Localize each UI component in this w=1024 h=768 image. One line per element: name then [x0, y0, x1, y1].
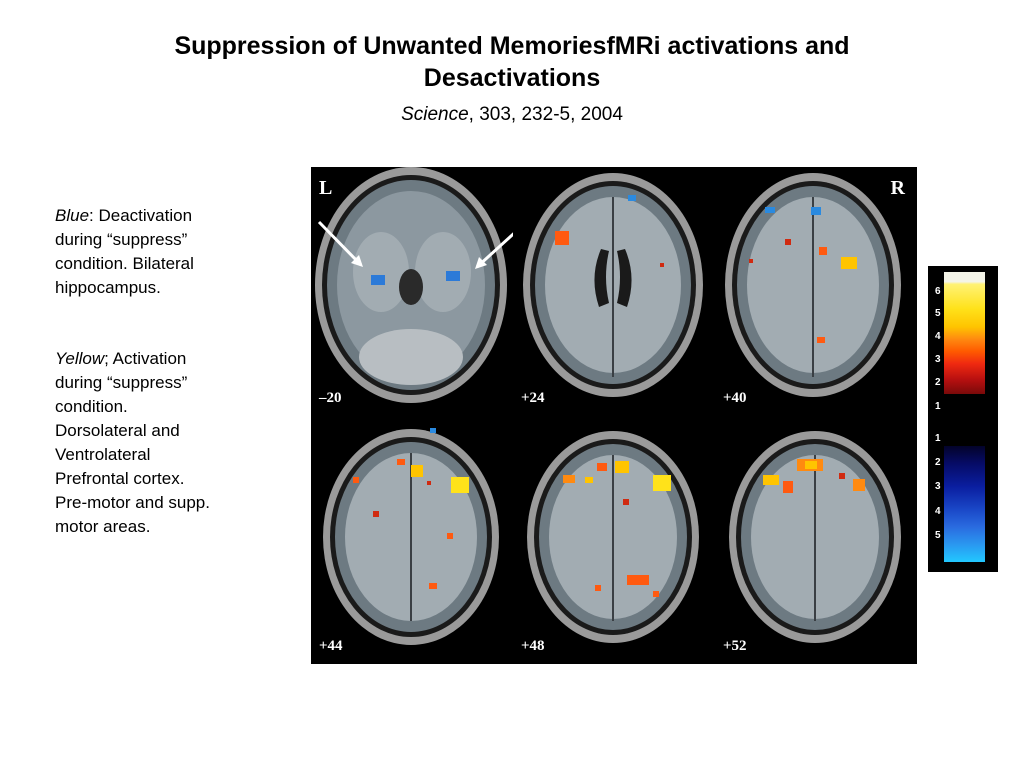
scale-label: 2 — [935, 377, 941, 388]
brain-slice-panel: +44 — [311, 415, 513, 663]
slice-label: –20 — [319, 390, 342, 406]
brain-slice-panel: R +40 — [715, 167, 917, 415]
note-yellow-color-word: Yellow — [55, 349, 105, 368]
note-blue-line: hippocampus. — [55, 278, 161, 297]
note-yellow: Yellow; Activation during “suppress” con… — [55, 347, 255, 539]
note-yellow-line: Yellow; Activation — [55, 347, 255, 371]
scale-label: 4 — [935, 331, 941, 342]
scale-label: 2 — [935, 457, 941, 468]
brain-slice-panel: +52 — [715, 415, 917, 663]
note-yellow-line: Pre-motor and supp. — [55, 493, 210, 512]
scale-label: 1 — [935, 433, 941, 444]
note-yellow-line: condition. — [55, 397, 128, 416]
brain-slice-image — [729, 431, 901, 643]
brain-slice-image — [527, 431, 699, 643]
scale-label: 4 — [935, 506, 941, 517]
note-blue-line: Blue: Deactivation — [55, 204, 255, 228]
fmri-figure: L –20 +24 — [311, 167, 917, 664]
scale-label: 6 — [935, 286, 941, 297]
scale-label: 1 — [935, 401, 941, 412]
title-line-1: Suppression of Unwanted MemoriesfMRi act… — [174, 32, 850, 60]
slice-label: +48 — [521, 638, 545, 654]
note-blue-line: during “suppress” — [55, 230, 188, 249]
note-yellow-line: motor areas. — [55, 517, 151, 536]
note-yellow-text: ; Activation — [104, 349, 187, 368]
slice-label: +52 — [723, 638, 747, 654]
note-blue-line: condition. Bilateral — [55, 254, 194, 273]
slice-label: +44 — [319, 638, 343, 654]
citation-journal: Science — [401, 104, 469, 125]
scale-label: 3 — [935, 354, 941, 365]
note-blue-color-word: Blue — [55, 206, 90, 225]
scale-label: 5 — [935, 530, 941, 541]
color-scale-legend: 6 5 4 3 2 1 1 2 3 4 5 — [928, 266, 998, 572]
note-yellow-line: Prefrontal cortex. — [55, 469, 185, 488]
brain-slice-panel: L –20 — [311, 167, 523, 415]
brain-slice-image — [725, 173, 901, 397]
slice-label: +24 — [521, 390, 545, 406]
right-hemisphere-marker: R — [890, 177, 905, 199]
scale-label: 3 — [935, 481, 941, 492]
left-hemisphere-marker: L — [319, 177, 333, 199]
note-yellow-line: Dorsolateral and — [55, 421, 180, 440]
deactivation-color-ramp — [944, 446, 985, 562]
brain-slice-panel: +48 — [513, 415, 715, 663]
scale-label: 5 — [935, 308, 941, 319]
note-blue: Blue: Deactivation during “suppress” con… — [55, 204, 255, 300]
title-line-2: Desactivations — [423, 64, 601, 92]
note-yellow-line: during “suppress” — [55, 373, 188, 392]
slide-title: Suppression of Unwanted MemoriesfMRi act… — [100, 30, 924, 94]
citation-details: , 303, 232-5, 2004 — [468, 104, 623, 125]
note-yellow-line: Ventrolateral — [55, 445, 151, 464]
brain-slice-image — [523, 173, 703, 397]
brain-slice-panel: +24 — [513, 167, 715, 415]
activation-color-ramp — [944, 272, 985, 394]
brain-slice-image — [323, 428, 499, 660]
note-blue-text: : Deactivation — [89, 206, 193, 225]
brain-slice-image — [315, 167, 523, 403]
slice-label: +40 — [723, 390, 747, 406]
citation: Science, 303, 232-5, 2004 — [100, 104, 924, 126]
